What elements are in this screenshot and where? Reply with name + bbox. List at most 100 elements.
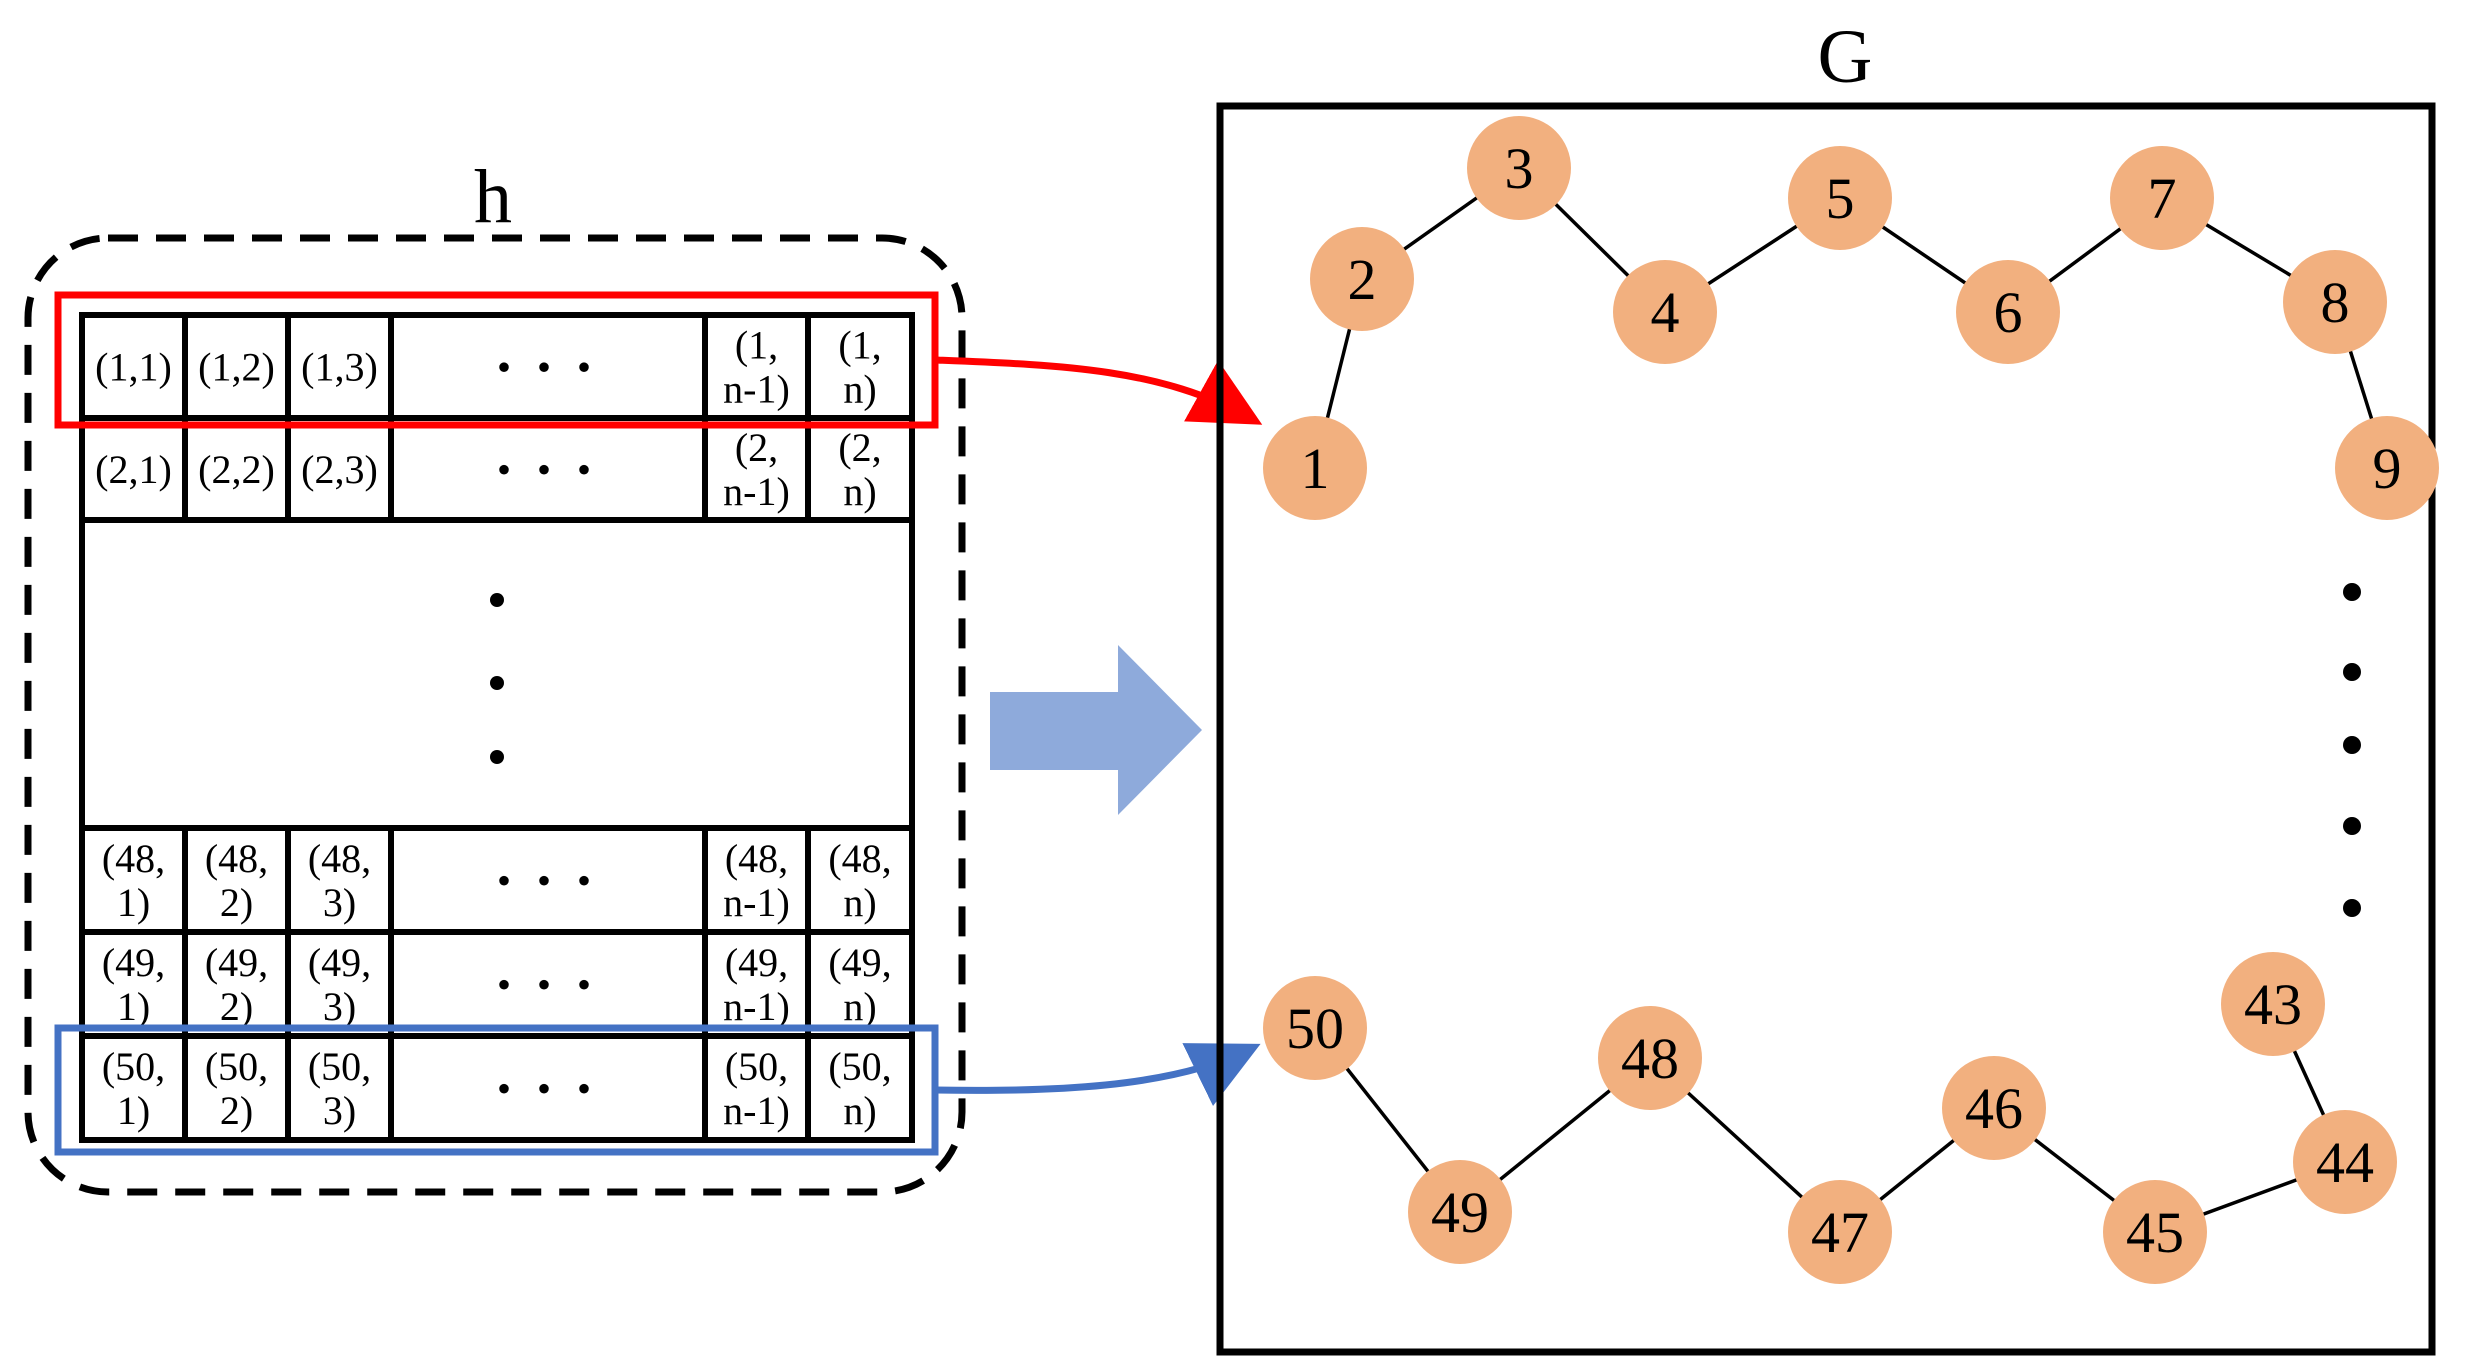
- matrix-cell-line: 3): [323, 984, 356, 1029]
- graph-node-label: 8: [2321, 270, 2350, 335]
- graph-node: 46: [1942, 1056, 2046, 1160]
- matrix-cell-line: n-1): [723, 367, 790, 412]
- graph-node-label: 48: [1621, 1026, 1679, 1091]
- matrix-cell-line: (1,2): [198, 345, 275, 390]
- matrix-row-ellipsis: • • •: [497, 1066, 599, 1111]
- matrix-cell-line: (2,3): [301, 447, 378, 492]
- matrix-row-ellipsis: • • •: [497, 447, 599, 492]
- graph-node: 4: [1613, 260, 1717, 364]
- graph-node-label: 4: [1651, 280, 1680, 345]
- matrix-row-ellipsis: • • •: [497, 858, 599, 903]
- matrix-cell-line: 3): [323, 880, 356, 925]
- matrix-cell-line: 2): [220, 1088, 253, 1133]
- matrix-cell-line: 1): [117, 880, 150, 925]
- graph-node-label: 3: [1505, 136, 1534, 201]
- matrix-cell: (49,1): [102, 940, 165, 1029]
- matrix-cell-line: (50,: [725, 1044, 788, 1089]
- graph-box: [1216, 102, 2436, 1356]
- matrix-cell-line: n): [843, 367, 876, 412]
- matrix-cell: (49,n-1): [723, 940, 790, 1029]
- matrix-cell: (50,n-1): [723, 1044, 790, 1133]
- graph-node-circle: [1263, 416, 1367, 520]
- matrix-cell-line: (1,3): [301, 345, 378, 390]
- matrix-cell-line: (2,2): [198, 447, 275, 492]
- matrix-cell-line: n-1): [723, 469, 790, 514]
- graph-node-circle: [1467, 116, 1571, 220]
- matrix-frame: [79, 312, 915, 1143]
- matrix-cell: (1,n-1): [723, 323, 790, 412]
- matrix-cell: (1,2): [198, 345, 275, 390]
- graph-node-circle: [1956, 260, 2060, 364]
- matrix-cell-line: (50,: [308, 1044, 371, 1089]
- graph-node-circle: [2221, 952, 2325, 1056]
- matrix-cell: (49,n): [828, 940, 891, 1029]
- graph-node-circle: [1788, 1180, 1892, 1284]
- matrix-cell-line: (49,: [308, 940, 371, 985]
- matrix-cell-line: (49,: [205, 940, 268, 985]
- matrix-cell-line: (48,: [308, 836, 371, 881]
- graph-node: 1: [1263, 416, 1367, 520]
- graph-node: 8: [2283, 250, 2387, 354]
- matrix-cell-line: 2): [220, 880, 253, 925]
- matrix-cell-line: 1): [117, 1088, 150, 1133]
- graph-node-label: 2: [1348, 247, 1377, 312]
- matrix-cell: (2,3): [301, 447, 378, 492]
- title-g: G: [1818, 15, 1873, 99]
- graph-node-circle: [1598, 1006, 1702, 1110]
- graph-node: 48: [1598, 1006, 1702, 1110]
- graph-node: 50: [1263, 976, 1367, 1080]
- matrix-cell-line: (50,: [102, 1044, 165, 1089]
- matrix-vertical-ellipsis-dot: [490, 593, 504, 607]
- graph-node-circle: [1788, 146, 1892, 250]
- graph-node: 3: [1467, 116, 1571, 220]
- graph-node-label: 6: [1994, 280, 2023, 345]
- matrix-cell: (50,1): [102, 1044, 165, 1133]
- graph-node-circle: [1942, 1056, 2046, 1160]
- graph-node-circle: [1408, 1160, 1512, 1264]
- matrix-cell-line: (2,1): [95, 447, 172, 492]
- matrix-cell-line: n): [843, 469, 876, 514]
- graph-node-label: 5: [1826, 166, 1855, 231]
- matrix-cell-line: (1,1): [95, 345, 172, 390]
- matrix-cell-line: n-1): [723, 984, 790, 1029]
- matrix-cell: (1,1): [95, 345, 172, 390]
- graph-node-label: 49: [1431, 1180, 1489, 1245]
- matrix-table: (1,1)(1,2)(1,3)(1,n-1)(1,n)• • •(2,1)(2,…: [79, 312, 915, 1143]
- matrix-vertical-ellipsis-dot: [490, 676, 504, 690]
- matrix-cell-line: 2): [220, 984, 253, 1029]
- graph-vertical-ellipsis: [2343, 583, 2361, 917]
- graph-node-circle: [2283, 250, 2387, 354]
- matrix-cell: (50,n): [828, 1044, 891, 1133]
- graph-node-label: 44: [2316, 1130, 2374, 1195]
- graph-node-label: 47: [1811, 1200, 1869, 1265]
- matrix-cell-line: (49,: [102, 940, 165, 985]
- ellipsis-dot: [2343, 736, 2361, 754]
- matrix-cell-line: (2,: [838, 425, 881, 470]
- graph-edges: [1313, 166, 2389, 1234]
- ellipsis-dot: [2343, 899, 2361, 917]
- graph-node-label: 50: [1286, 996, 1344, 1061]
- matrix-cell-line: (50,: [828, 1044, 891, 1089]
- matrix-cell: (48,1): [102, 836, 165, 925]
- graph-node: 9: [2335, 416, 2439, 520]
- graph-node-label: 1: [1301, 436, 1330, 501]
- matrix-cell: (2,n): [838, 425, 881, 514]
- h-container: [24, 234, 966, 1196]
- matrix-cell-line: n-1): [723, 1088, 790, 1133]
- matrix-vertical-ellipsis-dot: [490, 750, 504, 764]
- ellipsis-dot: [2343, 583, 2361, 601]
- graph-node-circle: [2335, 416, 2439, 520]
- matrix-cell-line: n): [843, 984, 876, 1029]
- matrix-cell: (48,2): [205, 836, 268, 925]
- matrix-cell-line: (49,: [828, 940, 891, 985]
- matrix-cell-line: (48,: [828, 836, 891, 881]
- graph-node: 47: [1788, 1180, 1892, 1284]
- graph-node: 5: [1788, 146, 1892, 250]
- title-h: h: [474, 155, 512, 239]
- matrix-cell: (2,1): [95, 447, 172, 492]
- matrix-cell-line: n-1): [723, 880, 790, 925]
- matrix-cell: (49,3): [308, 940, 371, 1029]
- graph-node: 45: [2103, 1180, 2207, 1284]
- graph-node: 43: [2221, 952, 2325, 1056]
